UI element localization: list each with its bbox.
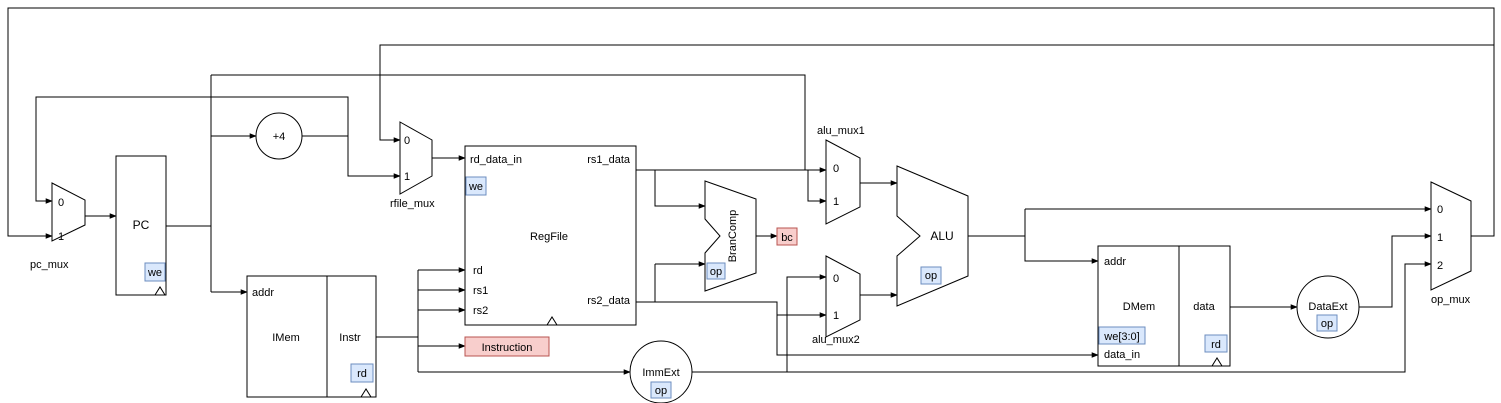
dmem-data: data — [1193, 301, 1215, 313]
alu-mux2-label: alu_mux2 — [812, 334, 860, 346]
plus4-adder: +4 — [255, 112, 303, 160]
dataext: DataExt op — [1296, 275, 1360, 339]
regfile-label: RegFile — [530, 231, 568, 243]
alu-mux2: 0 1 alu_mux2 — [812, 255, 861, 346]
alu-op-label: op — [925, 270, 937, 282]
alu-mux2-in0: 0 — [833, 273, 839, 285]
brancomp: BranComp op — [704, 180, 757, 292]
immext: ImmExt op — [629, 340, 693, 403]
regfile-rd: rd — [473, 265, 483, 277]
alu-mux1-in0: 0 — [833, 163, 839, 175]
wires — [7, 7, 1495, 375]
alu-mux2-in1: 1 — [833, 310, 839, 322]
dataext-op-tag: op — [1316, 314, 1338, 332]
bc-label: bc — [781, 232, 793, 244]
regfile-rs1: rs1 — [473, 285, 488, 297]
wire-immext-to-opmux — [692, 261, 1432, 373]
rfile-mux-in1: 1 — [404, 171, 410, 183]
clock-triangle-icon — [1211, 357, 1223, 367]
clock-triangle-icon — [154, 286, 166, 296]
bc-tag: bc — [776, 227, 798, 246]
wire-opmux-to-rfilemux — [379, 44, 1495, 237]
alu: ALU op — [896, 165, 969, 307]
instruction-label: Instruction — [482, 342, 533, 354]
immext-label: ImmExt — [642, 367, 679, 379]
dmem-we-label: we[3:0] — [1103, 331, 1139, 343]
imem: addr IMem Instr rd — [246, 275, 377, 398]
wire-alu-to-dmem — [1024, 209, 1099, 264]
regfile-rs2: rs2 — [473, 305, 488, 317]
brancomp-op-tag: op — [706, 262, 726, 280]
plus4-label: +4 — [273, 131, 286, 143]
brancomp-label: BranComp — [727, 210, 739, 263]
regfile-we-tag: we — [465, 176, 487, 196]
regfile-rd-data-in: rd_data_in — [470, 154, 522, 166]
clock-triangle-icon — [360, 388, 372, 398]
dmem-data-in: data_in — [1104, 349, 1140, 361]
clock-triangle-icon — [546, 316, 558, 326]
dmem-rd-label: rd — [1211, 339, 1221, 351]
brancomp-op-label: op — [710, 266, 722, 278]
dmem-label: DMem — [1123, 301, 1155, 313]
op-mux: 0 1 2 op_mux — [1430, 181, 1472, 306]
immext-op-label: op — [655, 385, 667, 397]
regfile-rs2-data: rs2_data — [587, 295, 631, 307]
dataext-op-label: op — [1321, 318, 1333, 330]
wire-plus4-to-rfilemux — [347, 136, 401, 179]
regfile-we-label: we — [468, 181, 483, 193]
imem-instr: Instr — [339, 332, 361, 344]
rfile-mux-label: rfile_mux — [390, 198, 435, 210]
imem-rd-label: rd — [357, 368, 367, 380]
wire-plus4-to-pcmux — [35, 96, 349, 204]
alu-label: ALU — [930, 229, 953, 243]
alu-op-tag: op — [920, 266, 942, 285]
dmem: addr DMem we[3:0] data_in data rd — [1097, 245, 1231, 367]
imem-rd-tag: rd — [350, 363, 374, 383]
wire-rs1-to-alumux1 — [807, 170, 827, 204]
pc-label: PC — [133, 218, 150, 232]
alu-mux1: 0 1 alu_mux1 — [817, 125, 865, 225]
wire-opmux-to-pcmux — [7, 7, 1495, 239]
alu-mux1-in1: 1 — [833, 196, 839, 208]
rfile-mux-in0: 0 — [404, 135, 410, 147]
imem-addr: addr — [252, 287, 274, 299]
wire-dataext-to-opmux — [1359, 233, 1432, 308]
dmem-addr: addr — [1104, 256, 1126, 268]
immext-op-tag: op — [650, 381, 672, 399]
wire-rs1-to-brancomp — [654, 170, 706, 209]
op-mux-label: op_mux — [1431, 294, 1471, 306]
pc-we-tag: we — [144, 262, 166, 282]
dataext-label: DataExt — [1308, 301, 1347, 313]
wire-immext-to-alumux2 — [786, 274, 827, 372]
alu-mux1-label: alu_mux1 — [817, 125, 865, 137]
pc-mux-label: pc_mux — [30, 259, 69, 271]
pc-mux-in0: 0 — [58, 197, 64, 209]
op-mux-in2: 2 — [1437, 260, 1443, 272]
wire-rs2-to-alumux2 — [776, 302, 827, 318]
instruction-tag: Instruction — [464, 336, 550, 357]
rfile-mux: 0 1 rfile_mux — [390, 121, 435, 210]
dmem-rd-tag: rd — [1204, 334, 1228, 353]
dmem-we-tag: we[3:0] — [1098, 326, 1146, 345]
pc-mux: 0 1 pc_mux — [30, 182, 86, 271]
pc-we-label: we — [147, 267, 162, 279]
pc-mux-in1: 1 — [58, 231, 64, 243]
op-mux-in0: 0 — [1437, 204, 1443, 216]
pc-register: PC we — [115, 155, 167, 296]
imem-label: IMem — [272, 332, 300, 344]
op-mux-in1: 1 — [1437, 232, 1443, 244]
regfile-rs1-data: rs1_data — [587, 154, 631, 166]
regfile: rd_data_in we RegFile rd rs1 rs2 rs1_dat… — [464, 145, 637, 326]
